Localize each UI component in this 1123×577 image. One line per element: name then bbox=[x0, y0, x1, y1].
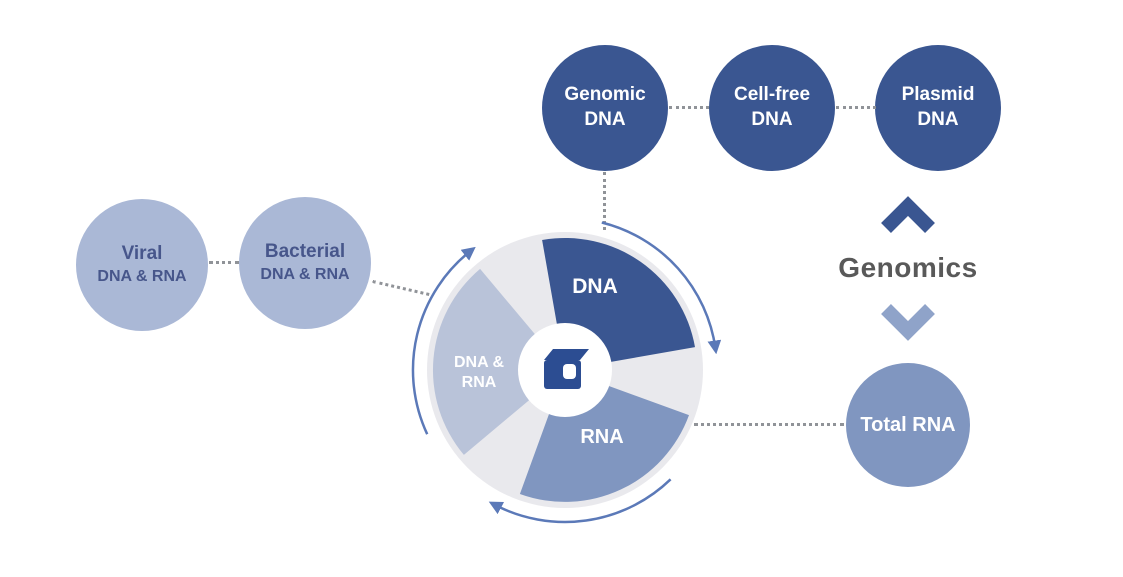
bacterial-dna-rna-circle: Bacterial DNA & RNA bbox=[239, 197, 371, 329]
wheel-label-dna-rna-line2: RNA bbox=[461, 374, 497, 391]
rotation-arrow-right bbox=[601, 221, 722, 355]
genomic-dna-circle: Genomic DNA bbox=[542, 45, 668, 171]
chevron-down-icon bbox=[881, 304, 935, 341]
connector-dots-genomic-cellfree bbox=[669, 106, 709, 109]
cell-free-dna-line2: DNA bbox=[751, 109, 793, 130]
instrument-icon bbox=[544, 349, 589, 389]
bacterial-circle-title: Bacterial bbox=[264, 241, 346, 263]
connector-dots-wheel-totalrna bbox=[694, 423, 844, 426]
rotation-arrow-bottom bbox=[488, 478, 672, 524]
total-rna-label: Total RNA bbox=[860, 413, 956, 436]
plasmid-dna-circle: Plasmid DNA bbox=[875, 45, 1001, 171]
cell-free-dna-circle: Cell-free DNA bbox=[709, 45, 835, 171]
cell-free-dna-line1: Cell-free bbox=[733, 84, 811, 106]
genomic-dna-line2: DNA bbox=[584, 109, 626, 130]
wheel-label-dna: DNA bbox=[572, 275, 618, 298]
genomic-dna-line1: Genomic bbox=[564, 84, 646, 106]
plasmid-dna-line2: DNA bbox=[917, 109, 959, 130]
viral-dna-rna-circle: Viral DNA & RNA bbox=[76, 199, 208, 331]
wheel-segment-dna bbox=[542, 237, 695, 362]
wheel-label-dna-rna-line1: DNA & bbox=[453, 354, 505, 371]
bacterial-circle-subtitle: DNA & RNA bbox=[260, 265, 350, 283]
wheel-segment-rna bbox=[519, 385, 689, 502]
wheel-label-dna-rna: DNA & RNA bbox=[440, 353, 518, 393]
connector-dots-viral-bacterial bbox=[209, 261, 239, 264]
wheel-label-rna: RNA bbox=[580, 426, 624, 448]
connector-dots-genomic-wheel bbox=[603, 172, 606, 230]
wheel-segment-dna-rna bbox=[432, 268, 536, 455]
plasmid-dna-line1: Plasmid bbox=[901, 84, 975, 106]
connector-dots-cellfree-plasmid bbox=[836, 106, 876, 109]
viral-circle-subtitle: DNA & RNA bbox=[97, 267, 187, 285]
chevron-up-icon bbox=[881, 196, 935, 233]
extraction-wheel bbox=[411, 221, 722, 524]
viral-circle-title: Viral bbox=[121, 243, 163, 265]
genomics-label: Genomics bbox=[838, 252, 978, 283]
rotation-arrow-left bbox=[411, 246, 476, 435]
total-rna-circle: Total RNA bbox=[846, 363, 970, 487]
